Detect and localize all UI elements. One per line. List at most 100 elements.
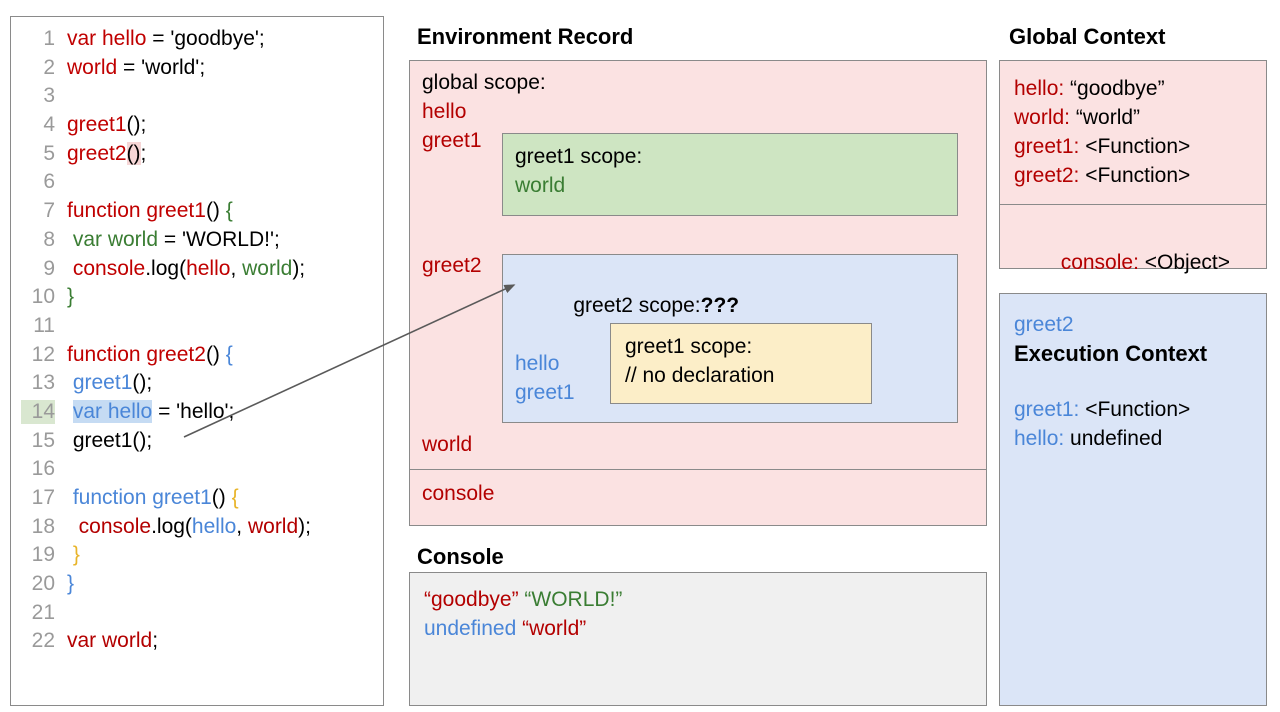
greet1-scope-title: greet1 scope: [515,145,643,168]
binding-console: console [422,482,495,505]
code-line: 13 greet1(); [21,371,377,400]
console-heading: Console [417,544,504,569]
code-line-text: function greet1() { [55,486,239,510]
code-token: var world [67,629,153,653]
line-number: 8 [43,227,55,251]
global-context-panel: hello: “goodbye”world: “world” greet1: <F… [999,60,1267,274]
line-number: 7 [43,199,55,223]
code-token: = 'WORLD!'; [158,227,280,251]
code-token: () [126,141,141,165]
console-binding-section: console [410,470,986,525]
code-token: function greet1 [67,199,206,223]
global-context-object-binding: console: <Object> [1000,205,1266,274]
binding-value: <Function> [1085,164,1191,187]
code-token: { [231,486,239,509]
binding-world: world [422,433,473,456]
binding-key: greet1: [1014,135,1086,158]
code-line: 3 [21,84,377,113]
code-token: { [225,342,233,366]
code-token [67,400,73,423]
line-number: 20 [31,572,55,596]
global-context-heading: Global Context [1009,24,1166,49]
code-line: 18 console.log(hello, world); [21,515,377,544]
console-token: undefined [424,617,523,640]
line-number: 11 [33,313,55,337]
inner-greet1-scope-comment: // no declaration [625,364,775,387]
binding-key: hello: [1014,77,1071,100]
binding-value: undefined [1070,427,1163,450]
code-token: world [242,256,293,280]
code-token: console [67,514,152,538]
code-line: 17 function greet1() { [21,486,377,515]
global-context-binding: greet2: <Function> [1014,161,1266,190]
code-line-text: var world; [55,629,158,653]
global-console-key: console: [1060,251,1145,274]
execution-context-binding: greet1: <Function> [1014,395,1266,424]
code-line: 19 } [21,543,377,572]
greet2-scope-entry-hello: hello [515,352,560,375]
execution-context-spacer [1014,369,1266,395]
binding-key: greet2: [1014,164,1086,187]
global-context-bindings: hello: “goodbye”world: “world” greet1: <F… [1000,61,1266,205]
code-line: 10} [21,285,377,314]
binding-value: <Function> [1085,135,1191,158]
global-context-binding: world: “world” [1014,103,1266,132]
greet2-execution-context-panel: greet2 Execution Context greet1: <Functi… [999,293,1267,706]
execution-context-binding: hello: undefined [1014,424,1266,453]
console-line: undefined “world” [424,614,986,643]
console-token: “world” [522,617,587,640]
binding-key: greet1: [1014,398,1086,421]
line-number: 22 [31,629,55,653]
code-token: } [67,285,75,309]
code-token: var hello [67,27,147,50]
console-output-panel: “goodbye” “WORLD!”undefined “world” [409,572,987,706]
code-token: = 'hello'; [152,399,235,423]
code-line-text: console.log(hello, world); [55,257,305,281]
binding-greet2: greet2 [422,254,482,277]
line-number: 12 [31,342,55,366]
code-token: ; [140,141,147,165]
execution-context-bindings: greet1: <Function>hello: undefined [1014,395,1266,453]
global-console-value: <Object> [1144,251,1230,274]
code-token: .log( [151,514,192,538]
global-scope-label: global scope: [422,71,546,94]
code-token: hello [191,514,237,538]
line-number: 2 [43,55,55,79]
code-line-text: function greet2() { [55,343,233,367]
code-token: function greet2 [67,342,206,366]
line-number: 18 [31,514,55,538]
code-token: () [205,342,226,366]
line-number: 16 [31,457,55,481]
code-token: (); [132,371,153,395]
code-line: 11 [21,314,377,343]
line-number: 6 [43,170,55,194]
code-line-text: greet1(); [55,113,146,137]
line-number: 1 [43,27,55,50]
line-number: 19 [31,543,55,567]
global-context-binding: hello: “goodbye” [1014,74,1266,103]
line-number: 15 [31,428,55,452]
global-scope-section: global scope: hello greet1 greet1 scope:… [410,61,986,470]
code-line: 16 [21,457,377,486]
binding-value: “world” [1075,106,1141,129]
code-token: console [67,256,146,280]
greet2-scope-title: greet2 scope: [573,294,701,317]
line-number: 3 [43,84,55,108]
greet2-scope-unknown-marker: ??? [700,294,740,317]
code-line-text: world = 'world'; [55,56,205,80]
execution-context-title: Execution Context [1014,341,1208,366]
code-token: world [247,514,299,538]
code-line-text: } [55,285,74,309]
code-token: { [225,199,233,223]
binding-greet1: greet1 [422,129,482,152]
code-token: world [67,55,118,79]
environment-record-panel: global scope: hello greet1 greet1 scope:… [409,60,987,526]
code-token: greet1 [67,371,133,395]
